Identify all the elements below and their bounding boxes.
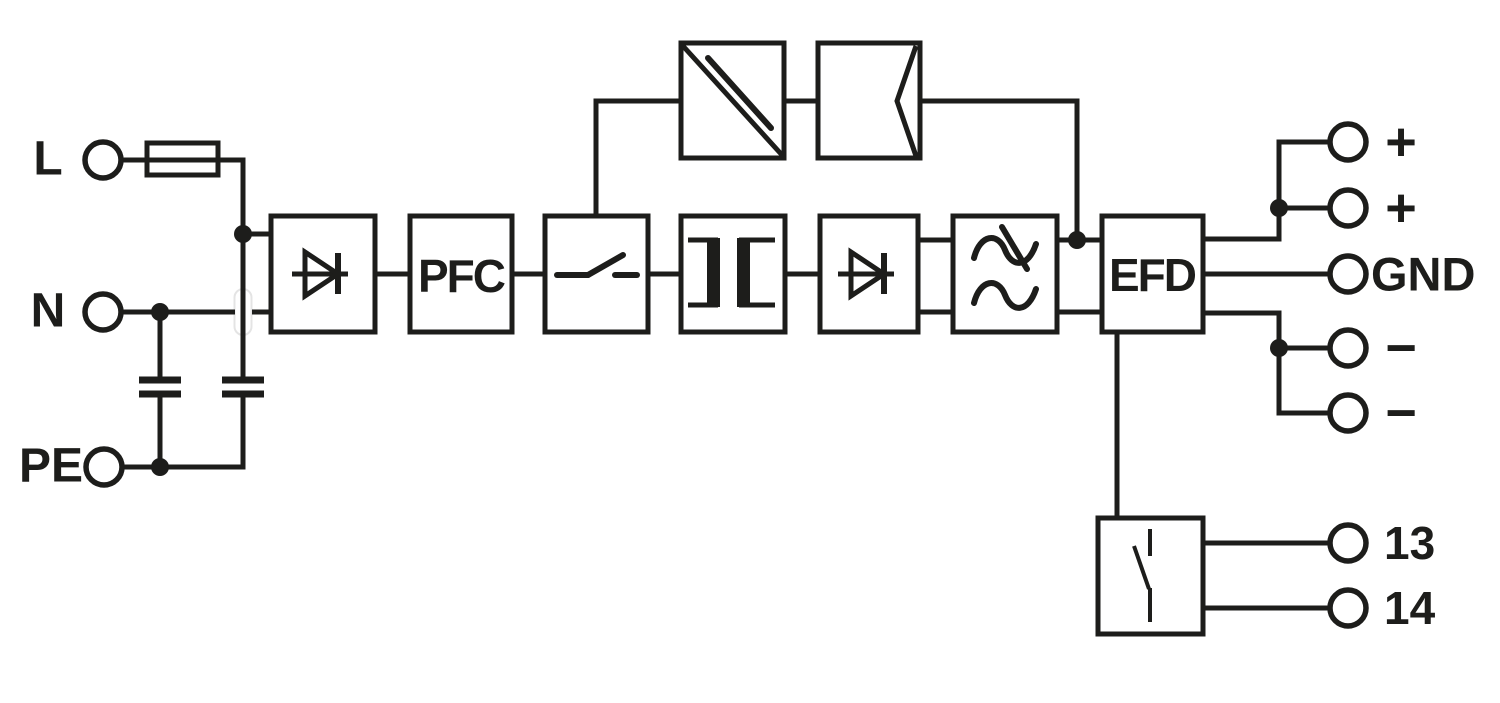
chevron-icon: [894, 45, 919, 157]
output-wiring: [1114, 139, 1330, 611]
wire-switch-to-converter: [593, 98, 681, 216]
input-rectifier-block: [268, 213, 378, 335]
terminal-pe-circle: [83, 446, 125, 488]
wire-efd-to-plus1: [1203, 139, 1330, 242]
diode-icon: [838, 247, 894, 301]
junction-dot: [1068, 231, 1086, 249]
transformer-winding-icon: [688, 237, 775, 308]
sine-filter-icon: [971, 224, 1039, 311]
fuse-icon: [144, 140, 221, 178]
terminal-14-label: 14: [1384, 582, 1436, 634]
junction-dots: [151, 199, 1288, 476]
top-branch-wiring: [593, 98, 1080, 240]
terminal-plus2-label: +: [1385, 178, 1417, 238]
terminal-plus2-circle: [1327, 187, 1369, 229]
terminal-13-label: 13: [1384, 517, 1435, 569]
wire-efd-to-minus2: [1203, 310, 1330, 416]
terminal-n-circle: [82, 291, 124, 333]
diode-icon: [292, 247, 348, 301]
terminal-l-circle: [82, 139, 124, 181]
pfc-block: PFC: [407, 213, 515, 335]
terminal-n-label: N: [31, 285, 66, 338]
terminal-plus1-circle: [1327, 121, 1369, 163]
diagonal-slash-icon: [681, 44, 784, 157]
junction-dot: [234, 225, 252, 243]
terminal-plus1-label: +: [1385, 112, 1417, 172]
junction-dot: [151, 303, 169, 321]
terminal-gnd-circle: [1327, 253, 1369, 295]
pfc-label: PFC: [418, 250, 505, 302]
signal-relay-block: [1095, 515, 1206, 637]
wire-pe-line: [122, 397, 246, 470]
wire-boost-to-efd-node: [920, 98, 1080, 240]
relay-contact-icon: [1132, 529, 1152, 622]
terminal-minus2-label: −: [1385, 383, 1417, 443]
terminal-minus1-circle: [1327, 327, 1369, 369]
switching-stage-block: [542, 213, 651, 335]
capacitor-icon: [139, 376, 264, 398]
converter-block: [678, 40, 787, 161]
efd-label: EFD: [1109, 249, 1196, 301]
terminal-labels: L N PE + + GND − − 13 14: [19, 112, 1475, 634]
output-rectifier-block: [817, 213, 921, 335]
output-filter-block: [950, 213, 1060, 335]
terminal-minus1-label: −: [1385, 318, 1417, 378]
switch-contact-icon: [554, 252, 640, 278]
terminal-13-circle: [1327, 522, 1369, 564]
boost-block: [815, 40, 923, 161]
junction-dot: [1270, 199, 1288, 217]
junction-dot: [1270, 339, 1288, 357]
transformer-block: [678, 213, 788, 335]
input-wiring: [121, 157, 271, 470]
junction-dot: [151, 458, 169, 476]
terminal-14-circle: [1327, 587, 1369, 629]
terminal-gnd-label: GND: [1371, 248, 1475, 301]
efd-block: EFD: [1099, 213, 1206, 335]
wire-l-line: [122, 157, 246, 377]
terminal-minus2-circle: [1327, 392, 1369, 434]
terminal-l-label: L: [33, 133, 62, 186]
terminal-circles: [82, 121, 1369, 629]
terminal-pe-label: PE: [19, 440, 83, 493]
